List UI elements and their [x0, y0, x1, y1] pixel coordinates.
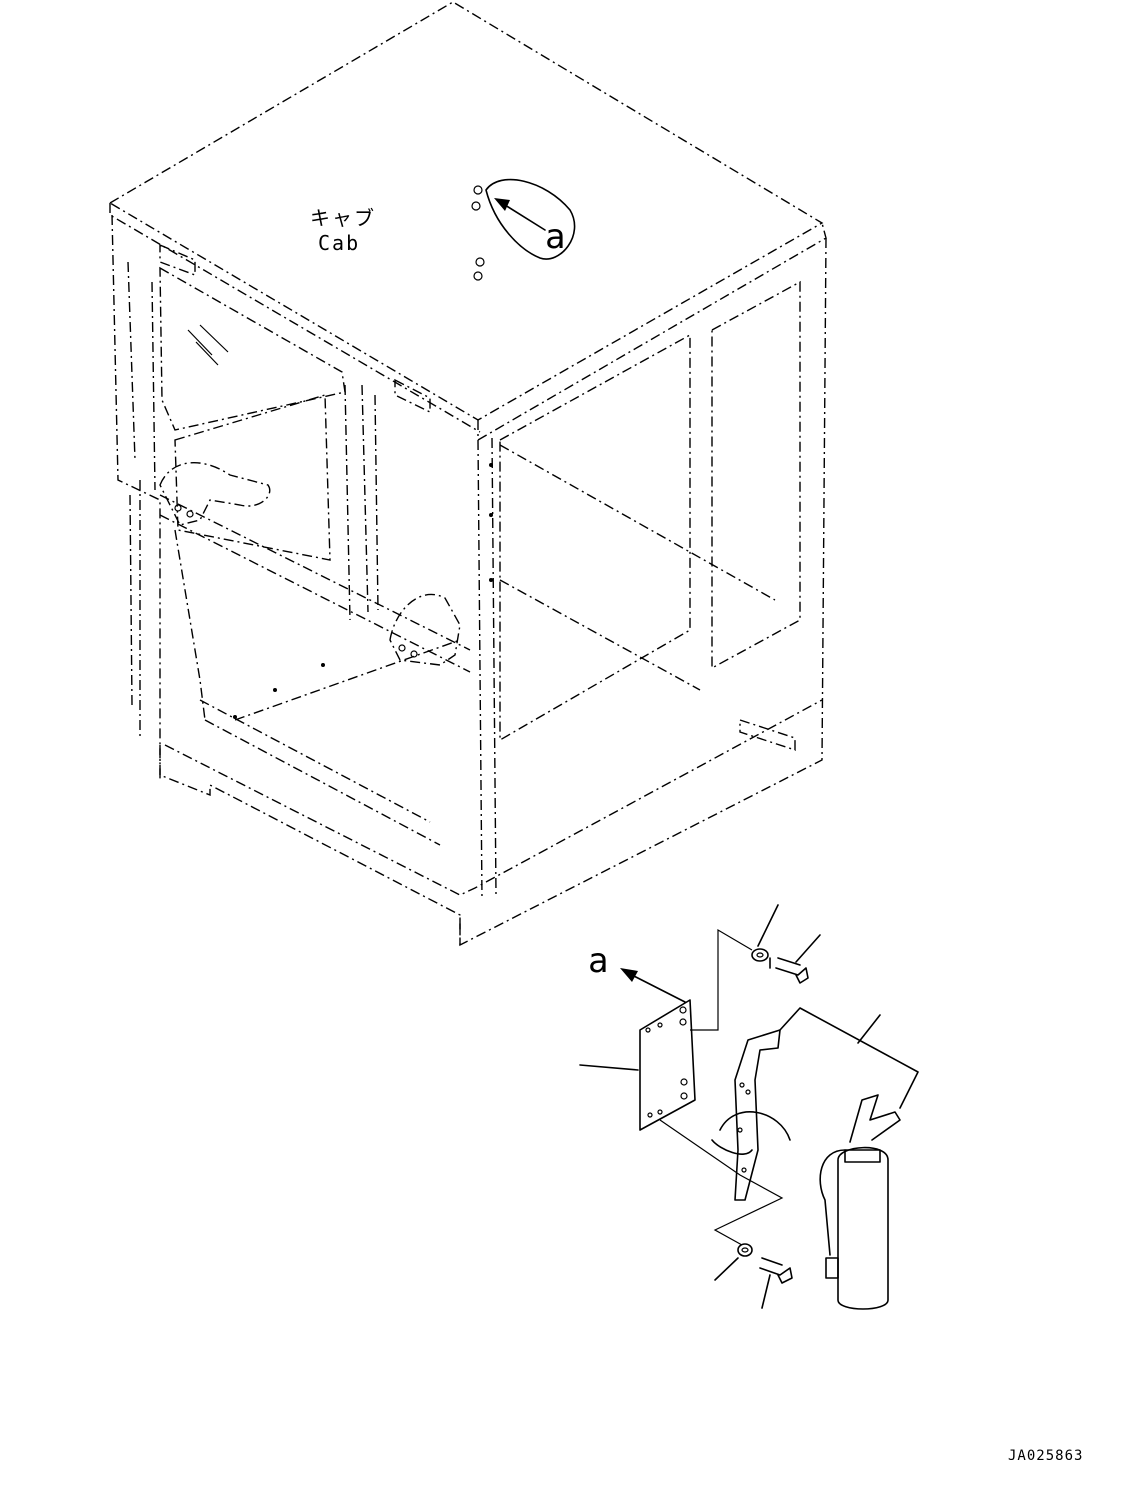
hole — [174, 504, 182, 512]
cab-rear-post — [344, 384, 379, 621]
cab-right-rear-window — [711, 280, 801, 670]
cab-label-en: Cab — [318, 231, 360, 255]
leader-washer-bottom — [714, 1257, 739, 1281]
roof-holes — [471, 185, 485, 281]
leader-bolt-bottom — [761, 1274, 771, 1309]
arrow-head — [620, 968, 638, 982]
rivet — [273, 688, 277, 692]
plate-holes — [645, 1006, 688, 1118]
cab-handle-left — [159, 461, 271, 526]
washer-top — [751, 948, 769, 962]
bracket — [734, 1029, 781, 1201]
cab-front-pillar-inner — [127, 261, 156, 491]
hole — [186, 510, 194, 518]
view-a-label-bottom: a — [588, 941, 608, 981]
cab-label-jp: キャブ — [310, 206, 376, 230]
cab-left-inner-frame — [129, 480, 206, 740]
assembly-line-bottom — [659, 1119, 784, 1246]
leader-plate — [579, 1064, 639, 1071]
view-a-label-top: a — [545, 217, 565, 257]
rivet — [489, 463, 493, 467]
cab-mount-tab-left — [159, 243, 196, 277]
rivet — [321, 663, 325, 667]
fire-extinguisher-neck — [844, 1149, 881, 1163]
view-a-callout-balloon — [485, 178, 576, 260]
fire-extinguisher-hose — [819, 1149, 846, 1256]
leader-washer-top — [757, 904, 779, 947]
drawing-code: JA025863 — [1008, 1448, 1083, 1464]
cab-left-window — [174, 394, 331, 561]
rivet — [489, 578, 493, 582]
cab-front-left-pillar — [111, 214, 161, 780]
cab-corner-pillar — [477, 437, 497, 901]
cab-right-upper-window — [499, 333, 691, 742]
cab-mount-tab-right — [739, 719, 796, 751]
rivet — [233, 715, 237, 719]
fire-extinguisher-body — [837, 1146, 889, 1310]
view-a-arrow-bottom — [625, 971, 686, 1003]
fire-extinguisher-nozzle — [825, 1257, 839, 1279]
detail-view-a — [579, 904, 919, 1310]
hole — [398, 644, 406, 652]
cab-handle-right — [389, 593, 461, 666]
cab-roof-edge — [477, 222, 827, 442]
leader-bracket-label — [857, 1014, 881, 1044]
arrow-head — [494, 198, 510, 211]
cab-assembly — [108, 1, 827, 947]
bolt-top — [775, 957, 809, 984]
hole — [410, 650, 418, 658]
cab-floor — [199, 639, 461, 846]
leader-bracket — [779, 1007, 919, 1109]
cab-right-side-frame — [459, 237, 827, 947]
mounting-plate — [639, 999, 696, 1131]
bolt-bottom — [759, 1257, 793, 1284]
washer-bottom — [737, 1243, 753, 1257]
fire-extinguisher-handle — [849, 1094, 901, 1143]
bracket-strap — [711, 1111, 791, 1155]
cab-windshield — [159, 266, 346, 431]
cab-mount-tab-centre — [394, 378, 431, 414]
leader-bolt-top — [795, 934, 821, 963]
assembly-line-top — [690, 928, 753, 1031]
cab-roof-outline — [108, 1, 824, 421]
cab-right-mid-rail — [499, 444, 776, 691]
cab-rear-beam — [159, 494, 471, 673]
cab-left-edge — [109, 203, 481, 433]
cab-base — [159, 699, 823, 945]
rivet — [489, 513, 493, 517]
glass-hatch — [187, 324, 229, 366]
bracket-holes — [737, 1082, 751, 1173]
